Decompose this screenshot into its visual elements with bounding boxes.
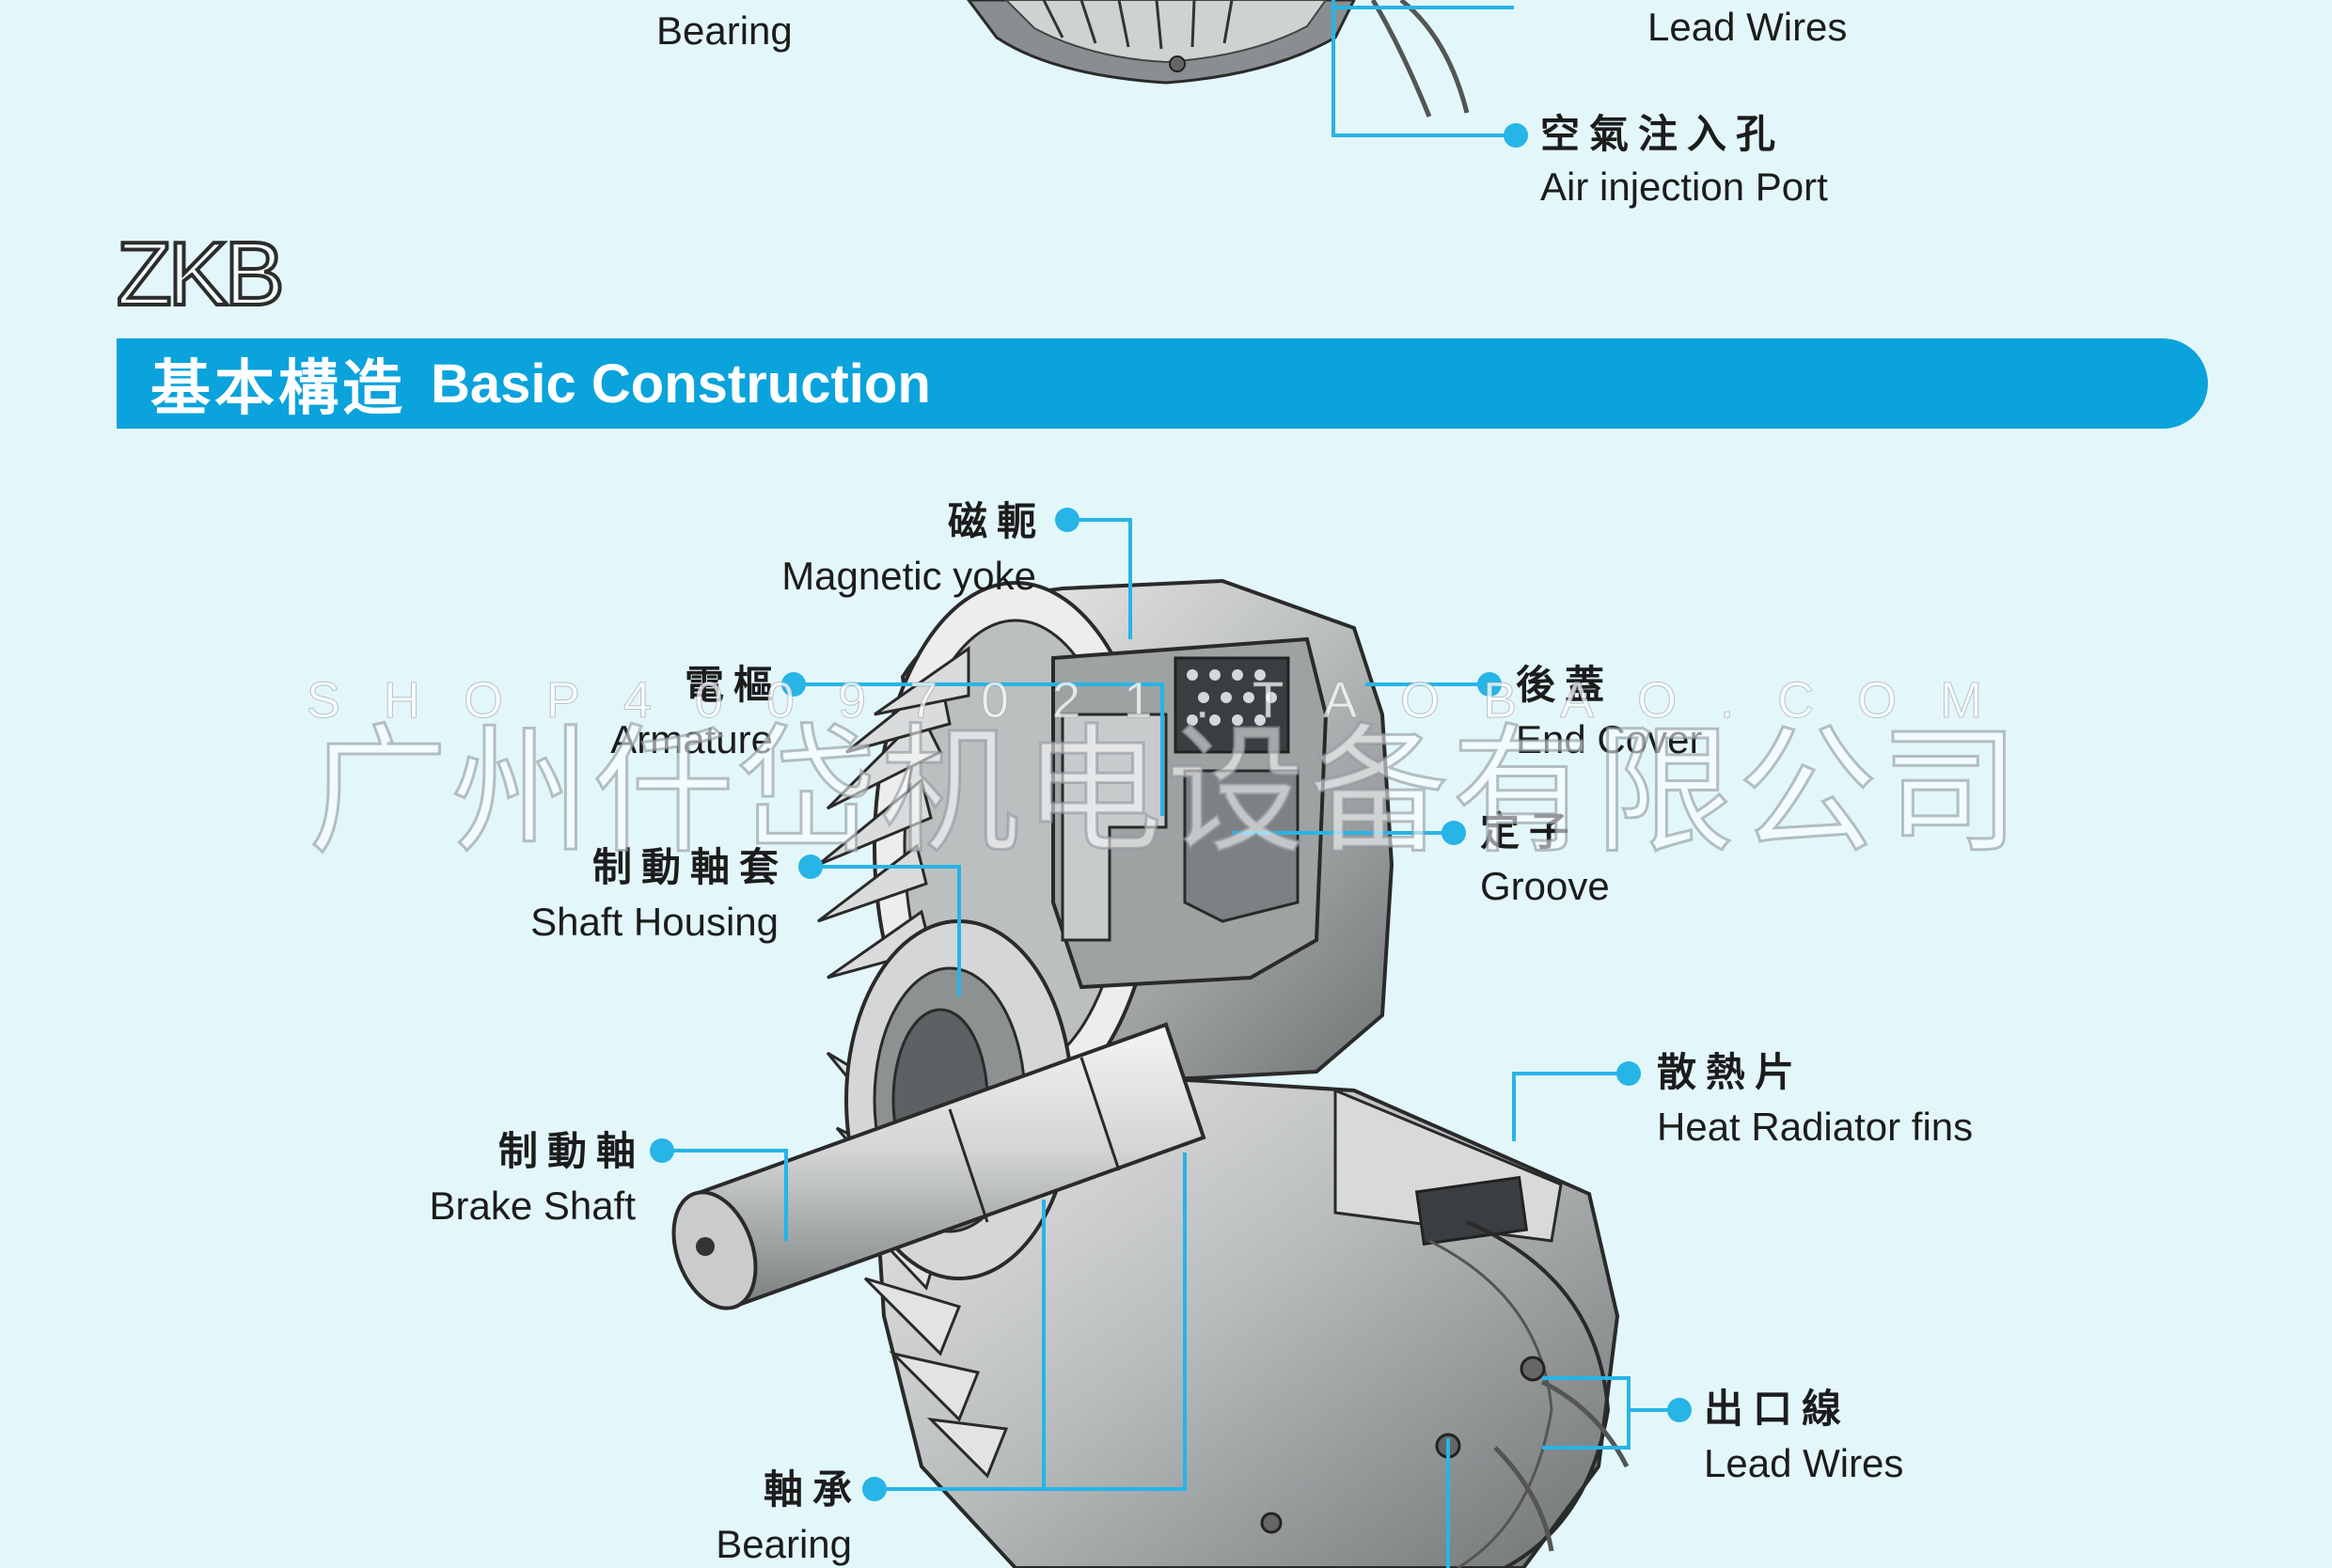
- label-brake-shaft: 制動軸 Brake Shaft: [429, 1128, 645, 1228]
- label-end-cover: 後蓋 End Cover: [1516, 662, 1703, 761]
- watermark-company: 广州仟岱机电设备有限公司: [307, 711, 2024, 872]
- label-air-injection-port: 空氣注入孔 Air injection Port: [1540, 111, 1828, 209]
- label-lead-wires-top: Lead Wires: [1647, 5, 1848, 49]
- label-groove: 定子 Groove: [1480, 808, 1610, 908]
- label-lead-wires: 出口線 Lead Wires: [1704, 1386, 1904, 1485]
- label-heat-radiator-fins: 散熱片 Heat Radiator fins: [1657, 1049, 1974, 1149]
- brake-body: [671, 578, 1630, 1568]
- label-bearing-top: Bearing: [656, 8, 793, 53]
- section-banner: 基本構造 Basic Construction: [117, 338, 2208, 429]
- label-shaft-housing: 制動軸套 Shaft Housing: [530, 844, 788, 944]
- callout-dots: [650, 508, 1692, 1501]
- label-bearing: 軸承 Bearing: [716, 1466, 861, 1566]
- label-magnetic-yoke: 磁軛 Magnetic yoke: [781, 498, 1046, 598]
- banner-title-en: Basic Construction: [431, 353, 931, 415]
- banner-title-zh: 基本構造: [150, 354, 406, 424]
- top-model-fragment: [967, 0, 1528, 148]
- callout-lines: [662, 518, 1679, 1568]
- watermark-shop-url: SHOP40097021.TAOBAO.COM: [306, 672, 2026, 729]
- model-title: ZKB: [115, 224, 287, 324]
- label-armature: 電樞 Armature: [610, 662, 782, 761]
